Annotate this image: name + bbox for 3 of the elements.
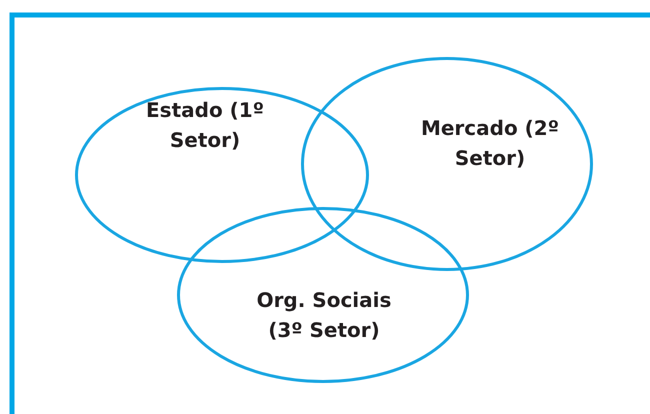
set-label: Mercado (2º Setor) [420, 115, 560, 172]
set-label: Estado (1º Setor) [145, 97, 265, 154]
set-label: Org. Sociais (3º Setor) [256, 287, 392, 344]
